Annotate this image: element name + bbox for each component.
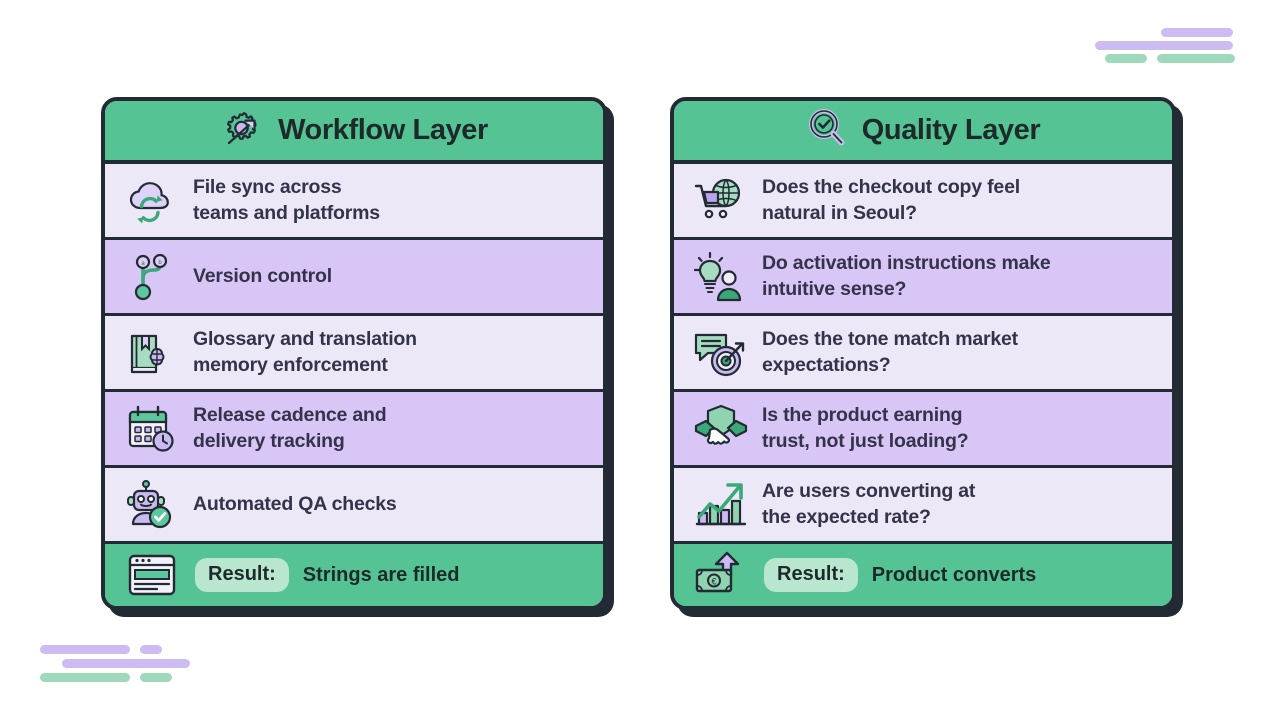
feature-row-label: Version control [193,264,332,287]
browser-window-icon [121,547,183,603]
card-workflow-header: Workflow Layer [105,101,603,164]
decor-bar [140,673,172,682]
decor-bar [1095,41,1233,50]
result-row[interactable]: Result: Strings are filled [105,544,603,606]
feature-row-label: Automated QA checks [193,492,397,515]
result-text: Strings are filled [302,563,460,586]
feature-row[interactable]: a b Version control [105,240,603,316]
feature-row-label: Release cadence and delivery tracking [193,403,387,452]
card-quality-header: Quality Layer [674,101,1172,164]
question-row-label: Is the product earning trust, not just l… [762,403,969,452]
decor-bar [40,673,130,682]
lightbulb-person-icon [690,249,752,305]
svg-text:b: b [158,260,162,266]
question-row-label: Does the tone match market expectations? [762,327,1018,376]
card-workflow-title: Workflow Layer [278,114,488,146]
result-row[interactable]: € Result: Product converts [674,544,1172,606]
decor-bar [40,645,130,654]
book-brain-icon [121,325,183,381]
calendar-clock-icon [121,401,183,457]
decor-bar [140,645,162,654]
question-row[interactable]: Does the tone match market expectations? [674,316,1172,392]
question-row[interactable]: Does the checkout copy feel natural in S… [674,164,1172,240]
feature-row[interactable]: Automated QA checks [105,468,603,544]
decorative-accent-top-right [1095,28,1245,73]
feature-row[interactable]: File sync across teams and platforms [105,164,603,240]
chat-target-icon [690,325,752,381]
question-row-label: Does the checkout copy feel natural in S… [762,175,1020,224]
version-branch-icon: a b [121,249,183,305]
decor-bar [1105,54,1147,63]
question-row[interactable]: Do activation instructions make intuitiv… [674,240,1172,316]
question-row[interactable]: Is the product earning trust, not just l… [674,392,1172,468]
decorative-accent-bottom-left [40,645,205,695]
question-row-label: Do activation instructions make intuitiv… [762,251,1051,300]
money-up-arrow-icon: € [690,547,752,603]
result-text: Product converts [871,563,1037,586]
question-row-label: Are users converting at the expected rat… [762,479,976,528]
svg-text:€: € [711,577,716,587]
decor-bar [1157,54,1235,63]
decor-bar [62,659,190,668]
card-quality-title: Quality Layer [861,114,1041,146]
question-row[interactable]: Are users converting at the expected rat… [674,468,1172,544]
svg-text:a: a [141,261,145,267]
decor-bar [1161,28,1233,37]
gear-arrow-icon [220,107,264,154]
feature-row[interactable]: Release cadence and delivery tracking [105,392,603,468]
robot-check-icon [121,477,183,533]
result-badge: Result: [195,558,289,592]
handshake-shield-icon [690,401,752,457]
feature-row[interactable]: Glossary and translation memory enforcem… [105,316,603,392]
feature-row-label: Glossary and translation memory enforcem… [193,327,417,376]
result-badge: Result: [764,558,858,592]
cloud-sync-icon [121,173,183,229]
feature-row-label: File sync across teams and platforms [193,175,380,224]
cart-globe-icon [690,173,752,229]
growth-chart-icon [690,477,752,533]
magnifier-check-icon [806,107,848,154]
card-quality-layer: Quality Layer Does the checkout copy fee… [670,97,1176,610]
card-workflow-layer: Workflow Layer File sync across teams an… [101,97,607,610]
